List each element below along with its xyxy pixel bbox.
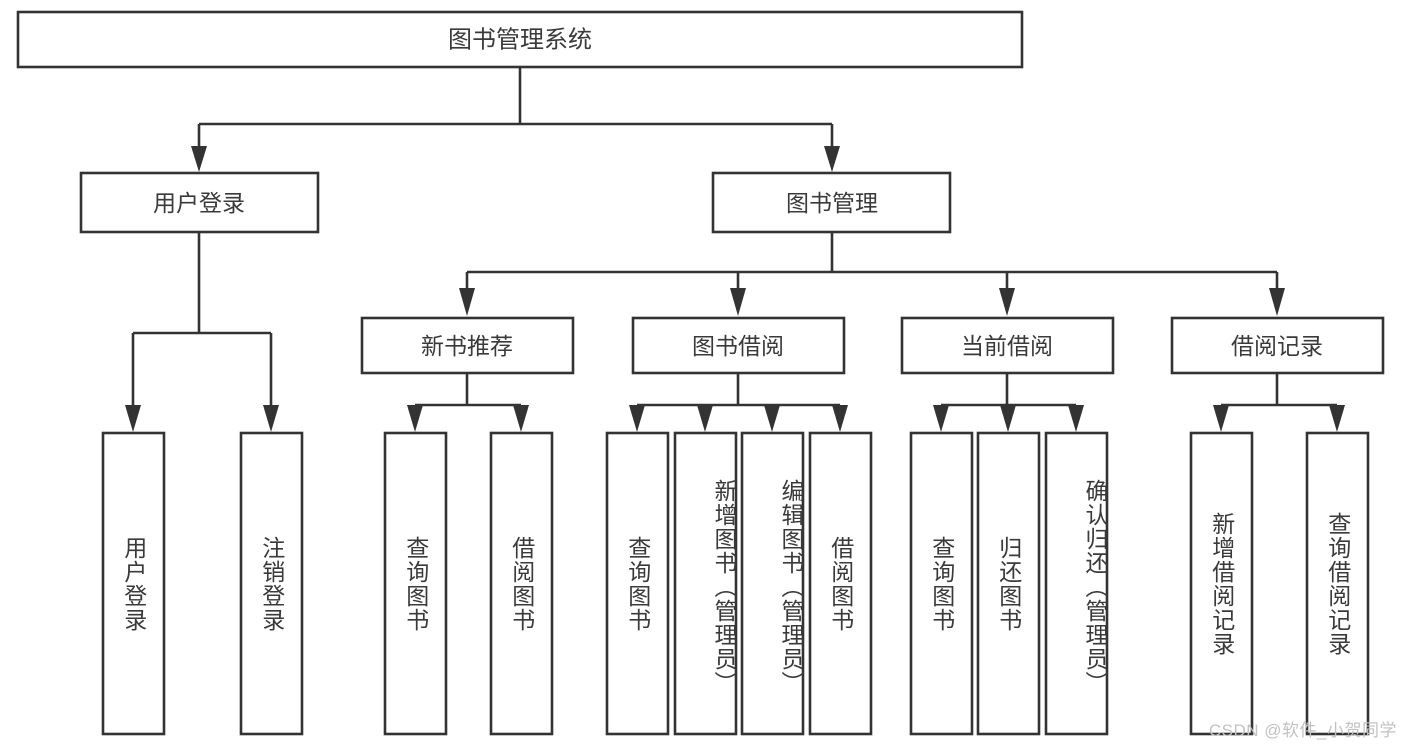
node-book-borrow-label: 图书借阅: [692, 333, 784, 359]
node-current-borrow[interactable]: 当前借阅: [900, 316, 1115, 375]
connector-currentborrow-children: [933, 373, 1084, 432]
leaf-box-borrow-book-2[interactable]: [808, 431, 873, 736]
node-root[interactable]: 图书管理系统: [16, 10, 1024, 69]
connector-root-to-level1: [191, 67, 840, 172]
leaf-box-add-book[interactable]: [673, 431, 738, 736]
leaf-box-edit-book[interactable]: [740, 431, 805, 736]
leaf-box-user-logout[interactable]: [239, 431, 304, 736]
connector-borrowrecord-children: [1213, 373, 1345, 432]
leaf-box-user-login[interactable]: [101, 431, 166, 736]
node-borrow-record[interactable]: 借阅记录: [1170, 316, 1385, 375]
node-book-manage-label: 图书管理: [786, 190, 878, 216]
leaf-box-return-book[interactable]: [976, 431, 1041, 736]
node-user-login-label: 用户登录: [153, 190, 245, 216]
node-book-borrow[interactable]: 图书借阅: [631, 316, 846, 375]
leaf-box-borrow-book-1[interactable]: [489, 431, 554, 736]
node-current-borrow-label: 当前借阅: [961, 333, 1053, 359]
node-book-manage[interactable]: 图书管理: [711, 171, 952, 234]
node-root-label: 图书管理系统: [448, 27, 592, 54]
node-new-book-recommend[interactable]: 新书推荐: [360, 316, 575, 375]
leaf-box-query-record[interactable]: [1305, 431, 1370, 736]
watermark-text: CSDN @软件_小贺同学: [1208, 721, 1397, 740]
node-borrow-record-label: 借阅记录: [1231, 333, 1323, 359]
leaf-box-confirm-return[interactable]: [1044, 431, 1109, 736]
leaf-box-add-record[interactable]: [1189, 431, 1254, 736]
leaf-box-query-book-3[interactable]: [909, 431, 974, 736]
node-user-login[interactable]: 用户登录: [79, 171, 320, 234]
connector-bookmanage-children: [459, 232, 1285, 316]
connector-bookborrow-children: [629, 373, 848, 432]
leaf-box-query-book-1[interactable]: [383, 431, 448, 736]
node-new-book-recommend-label: 新书推荐: [421, 333, 513, 359]
connector-userlogin-children: [125, 232, 279, 432]
leaf-box-query-book-2[interactable]: [605, 431, 670, 736]
connector-newbook-children: [407, 373, 529, 432]
